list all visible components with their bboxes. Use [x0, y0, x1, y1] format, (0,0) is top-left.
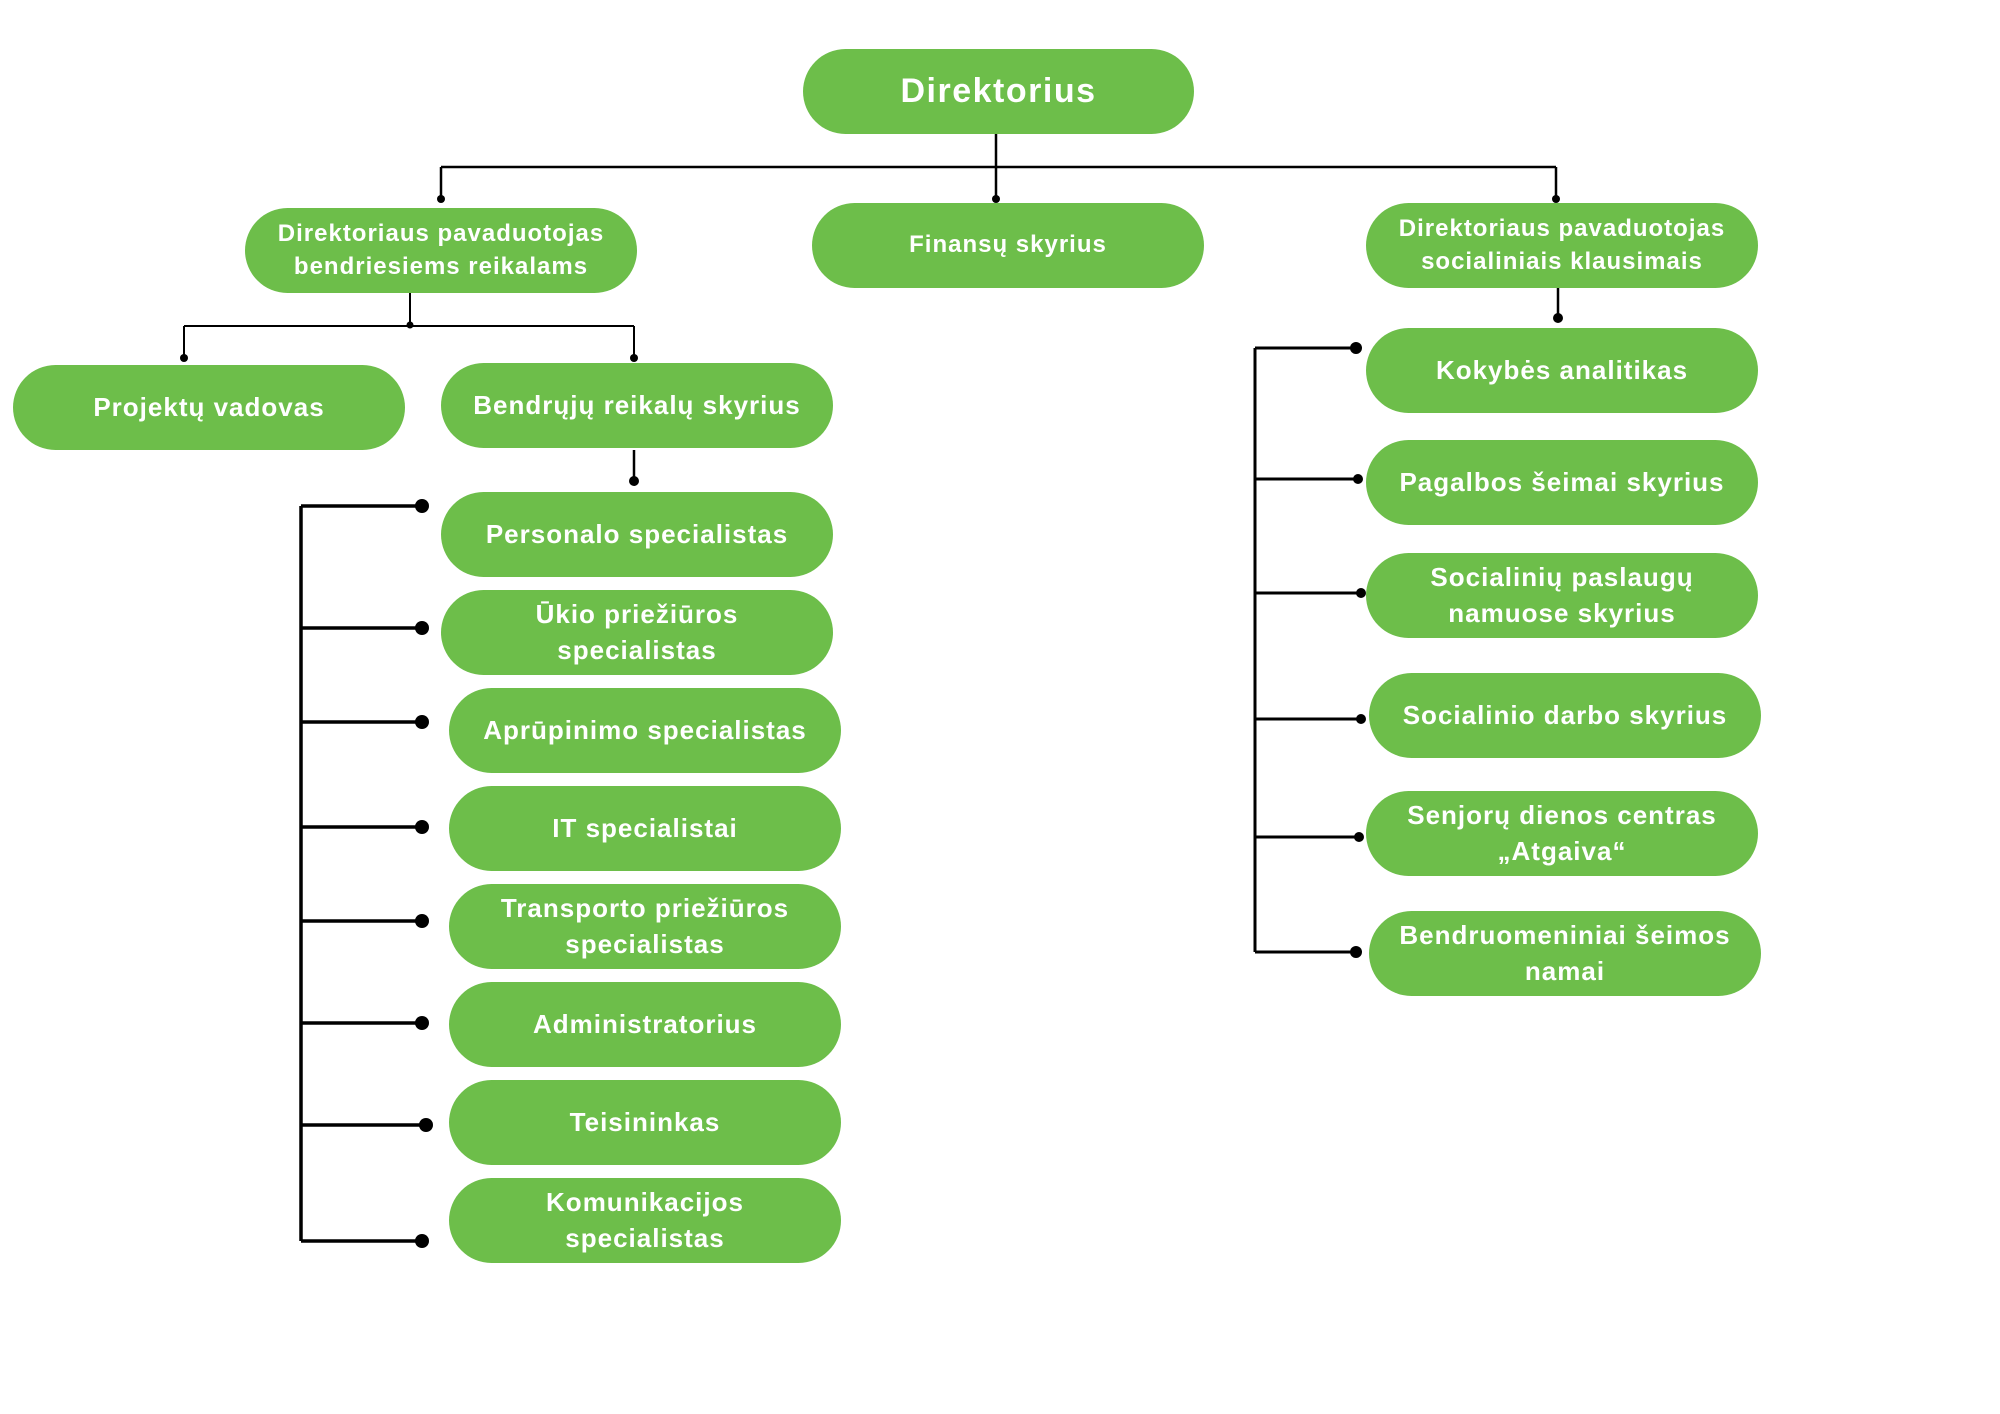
- node-social-2: Socialinių paslaugų namuose skyrius: [1366, 553, 1758, 638]
- node-social-1: Pagalbos šeimai skyrius: [1366, 440, 1758, 525]
- node-social-5: Bendruomeniniai šeimos namai: [1369, 911, 1761, 996]
- node-deputy-general: Direktoriaus pavaduotojas bendriesiems r…: [245, 208, 637, 293]
- connector-dot: [1553, 313, 1563, 323]
- connector-dot: [630, 354, 638, 362]
- node-staff-5: Administratorius: [449, 982, 841, 1067]
- connector-dot: [406, 321, 414, 329]
- connector-dot: [1356, 588, 1366, 598]
- connector-dot: [1353, 474, 1363, 484]
- connector-dot: [415, 914, 429, 928]
- connector-dot: [415, 715, 429, 729]
- node-staff-1: Ūkio priežiūros specialistas: [441, 590, 833, 675]
- staff-bracket: [299, 504, 426, 1243]
- connector-dot: [180, 354, 188, 362]
- node-staff-2: Aprūpinimo specialistas: [449, 688, 841, 773]
- node-finance: Finansų skyrius: [812, 203, 1204, 288]
- connector-dot: [1552, 195, 1560, 203]
- director-connector: [439, 133, 1558, 198]
- connector-dot: [992, 195, 1000, 203]
- node-social-3: Socialinio darbo skyrius: [1369, 673, 1761, 758]
- social-bracket: [1253, 346, 1361, 954]
- node-staff-0: Personalo specialistas: [441, 492, 833, 577]
- connector-dot: [415, 499, 429, 513]
- node-staff-3: IT specialistai: [449, 786, 841, 871]
- connector-dot: [415, 820, 429, 834]
- connector-dot: [419, 1118, 433, 1132]
- connector-dot: [415, 1016, 429, 1030]
- node-social-4: Senjorų dienos centras „Atgaiva“: [1366, 791, 1758, 876]
- node-staff-4: Transporto priežiūros specialistas: [449, 884, 841, 969]
- node-staff-6: Teisininkas: [449, 1080, 841, 1165]
- connector-dot: [1354, 832, 1364, 842]
- connector-dot: [629, 476, 639, 486]
- connector-dot: [437, 195, 445, 203]
- node-staff-7: Komunikacijos specialistas: [449, 1178, 841, 1263]
- connector-dot: [1356, 714, 1366, 724]
- connector-dot: [1350, 342, 1362, 354]
- node-general-affairs: Bendrųjų reikalų skyrius: [441, 363, 833, 448]
- node-project-manager: Projektų vadovas: [13, 365, 405, 450]
- node-director: Direktorius: [803, 49, 1194, 134]
- connector-dot: [1350, 946, 1362, 958]
- connector-dot: [415, 1234, 429, 1248]
- node-deputy-social: Direktoriaus pavaduotojas socialiniais k…: [1366, 203, 1758, 288]
- node-social-0: Kokybės analitikas: [1366, 328, 1758, 413]
- connector-dot: [415, 621, 429, 635]
